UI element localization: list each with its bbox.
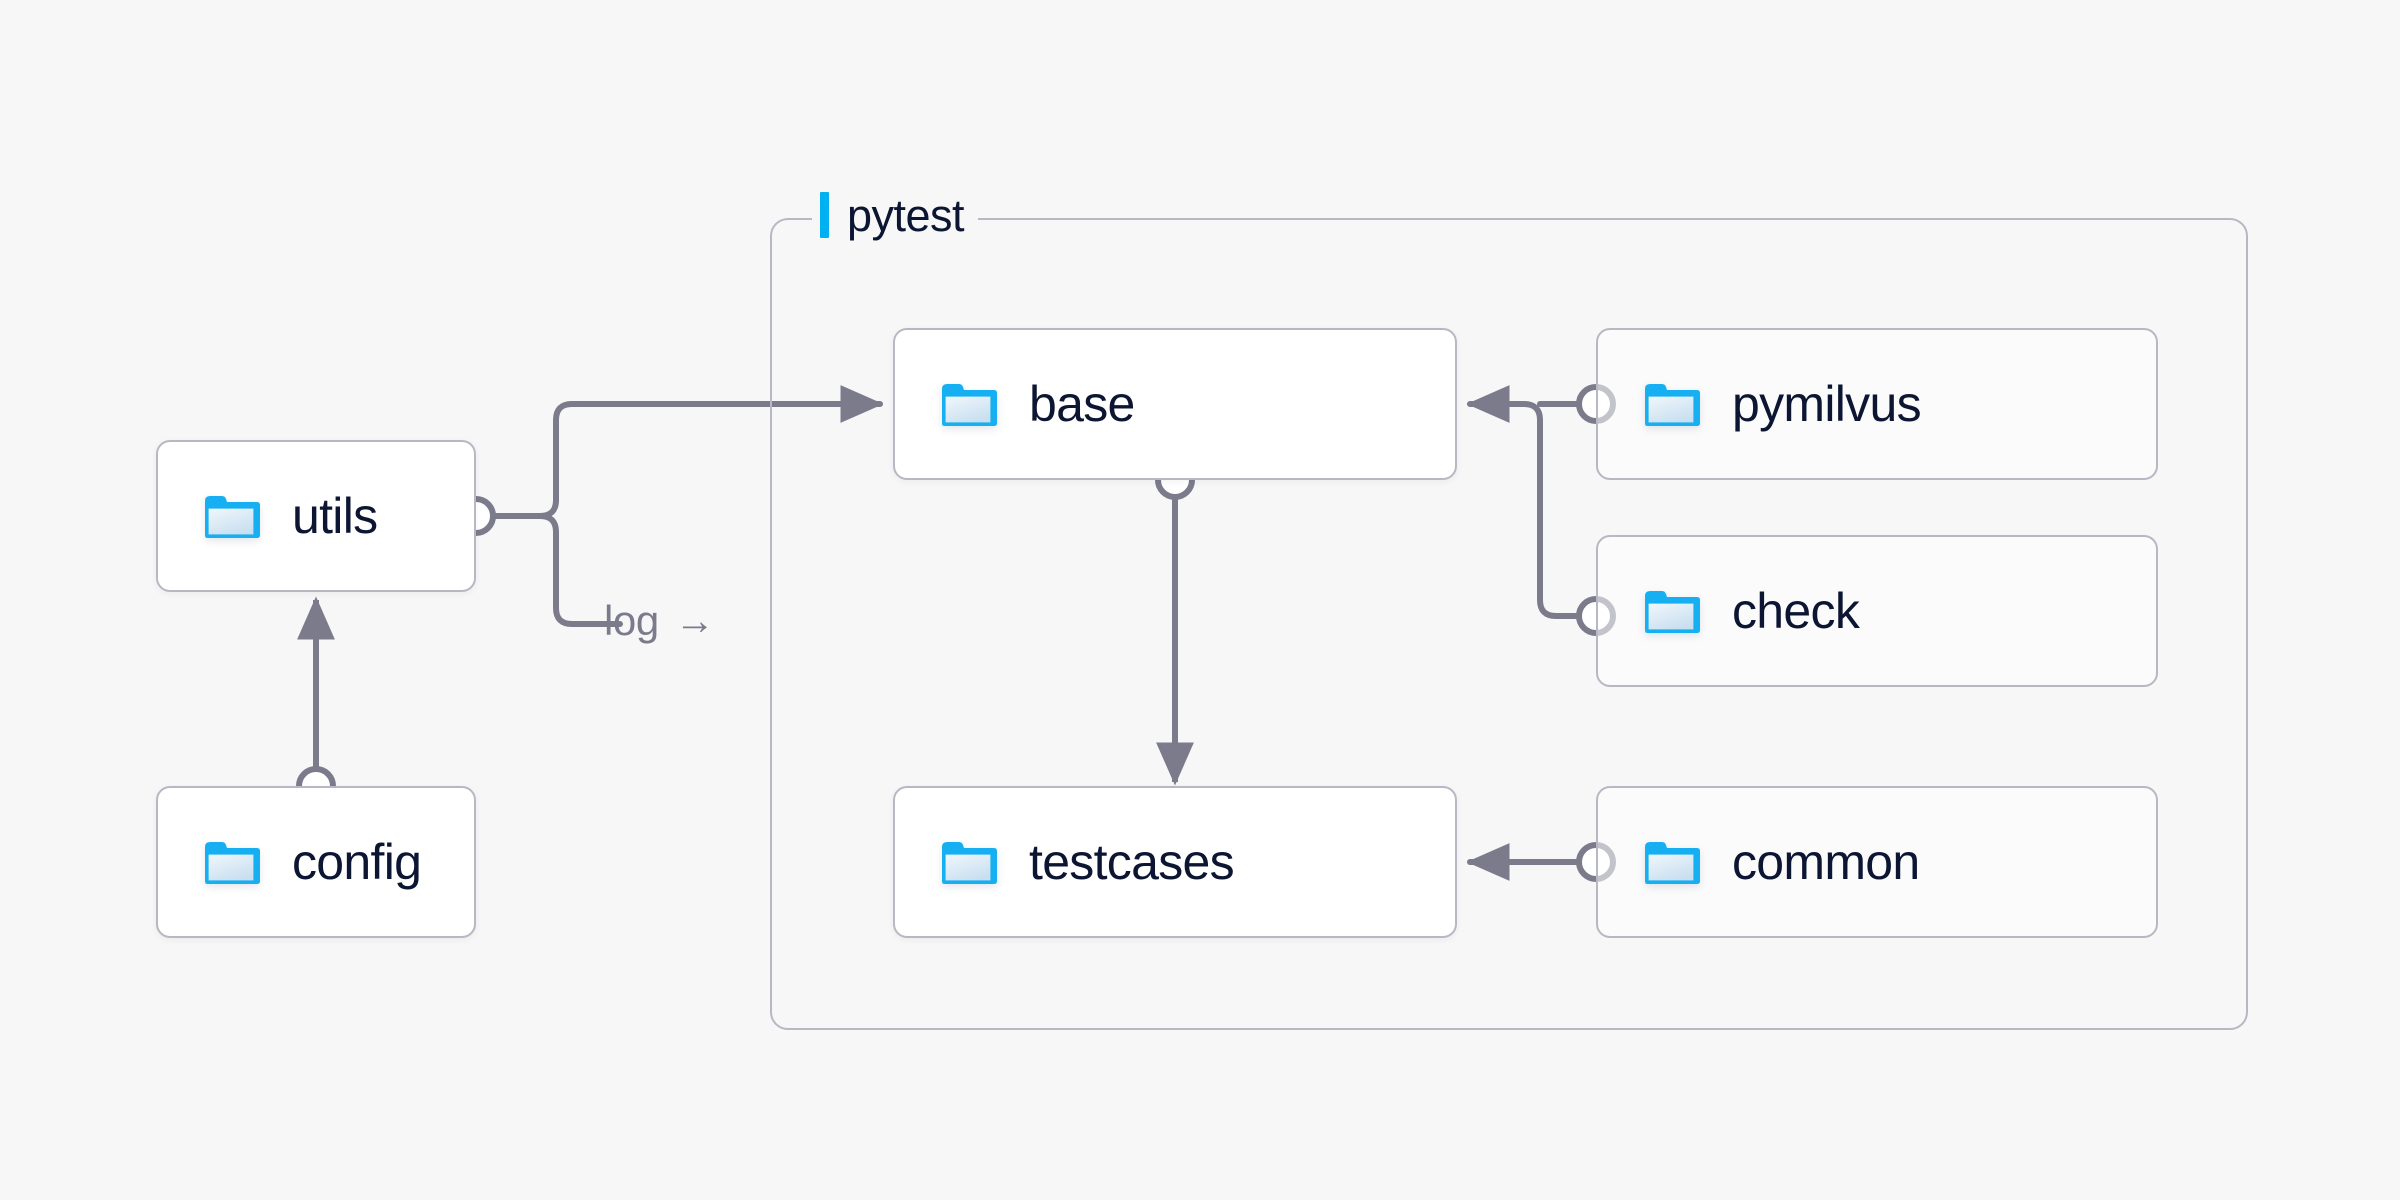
node-common[interactable]: common — [1596, 786, 2158, 938]
node-label: check — [1732, 583, 1860, 639]
node-label: base — [1029, 376, 1135, 432]
node-label: utils — [292, 488, 378, 544]
node-label: common — [1732, 834, 1920, 890]
node-config[interactable]: config — [156, 786, 476, 938]
folder-icon — [202, 837, 260, 887]
folder-icon — [939, 837, 997, 887]
folder-icon — [202, 491, 260, 541]
group-pytest-label: pytest — [812, 185, 979, 245]
folder-icon — [1642, 837, 1700, 887]
node-check[interactable]: check — [1596, 535, 2158, 687]
node-testcases[interactable]: testcases — [893, 786, 1457, 938]
node-pymilvus[interactable]: pymilvus — [1596, 328, 2158, 480]
group-title: pytest — [847, 189, 965, 241]
group-accent-bar — [820, 192, 829, 238]
node-utils[interactable]: utils — [156, 440, 476, 592]
group-pytest[interactable] — [770, 218, 2248, 1030]
node-label: config — [292, 834, 422, 890]
edge-utils-to-log — [490, 513, 623, 627]
folder-icon — [1642, 586, 1700, 636]
edge-config-to-utils — [296, 596, 336, 806]
folder-icon — [939, 379, 997, 429]
folder-icon — [1642, 379, 1700, 429]
edge-label-log: log → — [604, 597, 715, 644]
node-label: pymilvus — [1732, 376, 1922, 432]
node-label: testcases — [1029, 834, 1235, 890]
edge-label-log-text: log — [604, 597, 659, 644]
arrow-right-icon: → — [674, 599, 715, 643]
node-base[interactable]: base — [893, 328, 1457, 480]
